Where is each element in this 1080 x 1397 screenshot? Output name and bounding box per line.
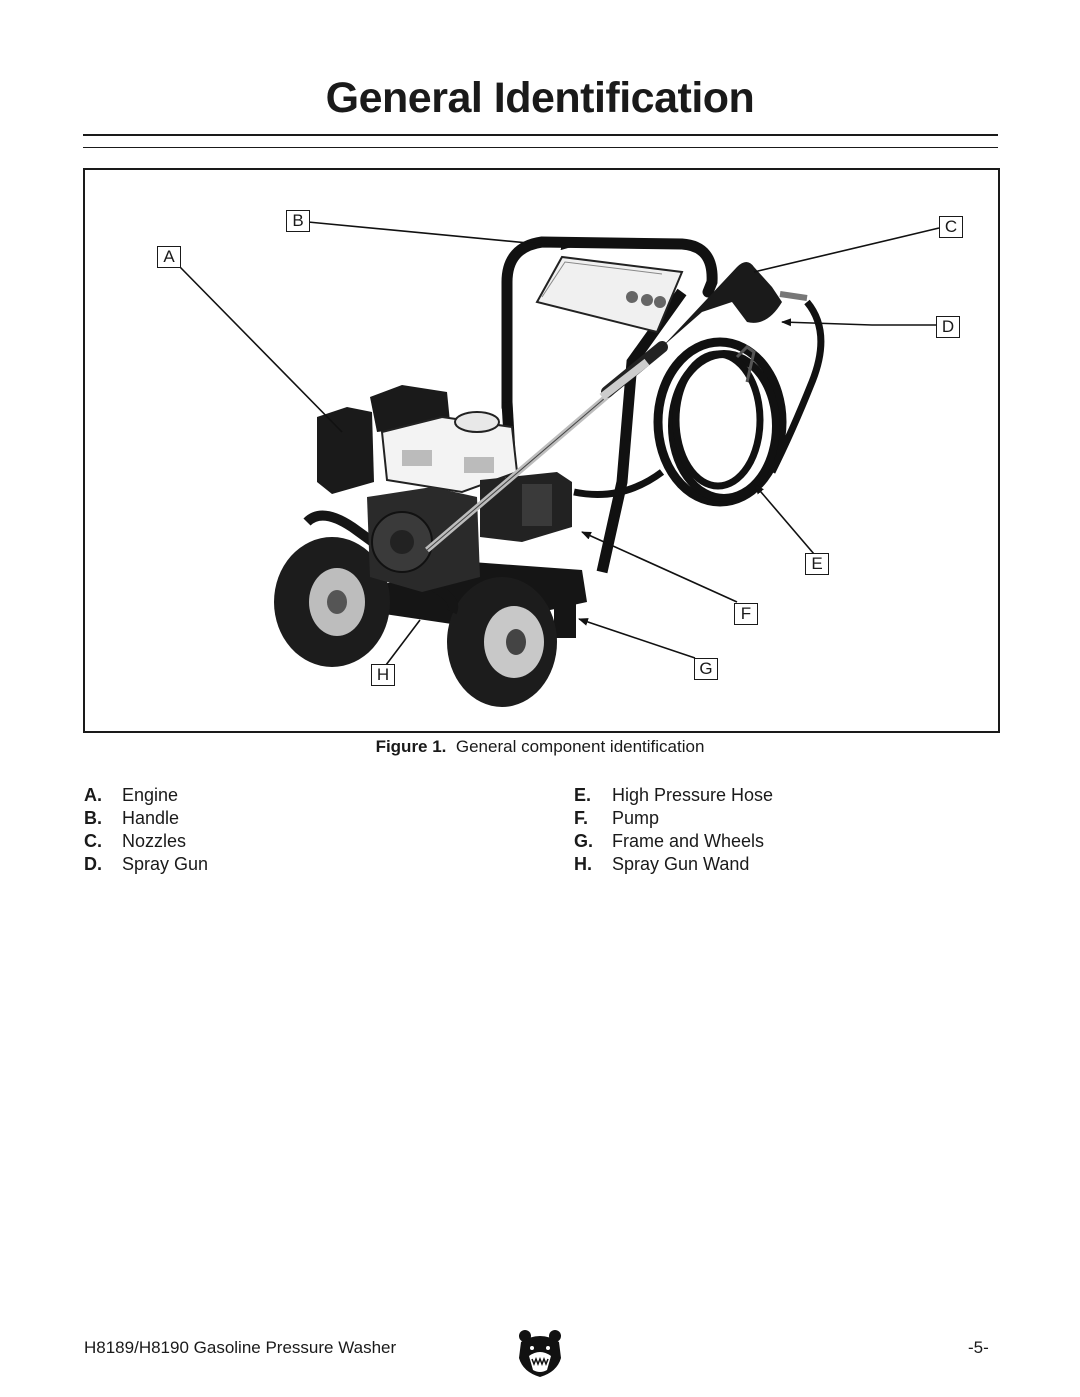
legend-right-column: E. High Pressure Hose F. Pump G. Frame and … [574,784,773,876]
legend-key: B. [84,808,102,828]
leader-lines [179,221,940,666]
pump [480,472,572,542]
leader-h [385,619,421,666]
callout-e: E [805,553,829,575]
callout-h: H [371,664,395,686]
legend-label: Spray Gun [122,854,209,874]
leader-a [179,266,343,433]
legend-key: H. [574,854,592,874]
high-pressure-hose [573,299,825,507]
leader-g [578,618,696,659]
callout-g: G [694,658,718,680]
figure-caption: Figure 1. General component identificati… [0,737,1080,757]
engine [317,385,519,592]
title-rule-bottom [83,147,998,148]
figure-frame: B A C D E F G H [83,168,1000,733]
footer-page-number: -5- [968,1338,989,1357]
bear-head-logo-icon [519,1330,561,1377]
leader-e [754,484,815,555]
legend-item: G. Frame and Wheels [574,830,773,853]
legend-label: Spray Gun Wand [612,854,750,874]
legend-item: H. Spray Gun Wand [574,853,773,876]
figure-caption-label: Figure 1. [375,737,447,756]
legend-label: Handle [122,808,180,828]
legend-key: A. [84,785,102,805]
page-title: General Identification [325,74,755,122]
legend-item: F. Pump [574,807,773,830]
leader-b [307,221,571,251]
callout-b: B [286,210,310,232]
leader-f [581,531,738,603]
leader-c [753,227,940,273]
legend-label: Nozzles [122,831,187,851]
legend-item: D. Spray Gun [84,853,208,876]
legend-item: C. Nozzles [84,830,208,853]
footer-product-name: H8189/H8190 Gasoline Pressure Washer [84,1338,397,1357]
legend-key: G. [574,831,594,851]
callout-d: D [936,316,960,338]
legend-label: Frame and Wheels [612,831,765,851]
callout-a: A [157,246,181,268]
legend-label: Engine [122,785,179,805]
spray-gun-wand [425,341,668,553]
title-rule-top [83,134,998,136]
legend-item: A. Engine [84,784,208,807]
callout-f: F [734,603,758,625]
legend-label: High Pressure Hose [612,785,774,805]
legend-item: B. Handle [84,807,208,830]
pressure-washer-illustration [179,221,940,707]
leader-d [781,318,936,327]
callout-c: C [939,216,963,238]
legend-label: Pump [612,808,660,828]
figure-caption-text: General component identification [455,737,705,756]
legend-item: E. High Pressure Hose [574,784,773,807]
legend-left-column: A. Engine B. Handle C. Nozzles D. Spray Gun [84,784,208,876]
legend-key: E. [574,785,592,805]
legend-key: C. [84,831,102,851]
spray-gun [662,262,808,347]
legend-key: D. [84,854,102,874]
legend-key: F. [574,808,589,828]
